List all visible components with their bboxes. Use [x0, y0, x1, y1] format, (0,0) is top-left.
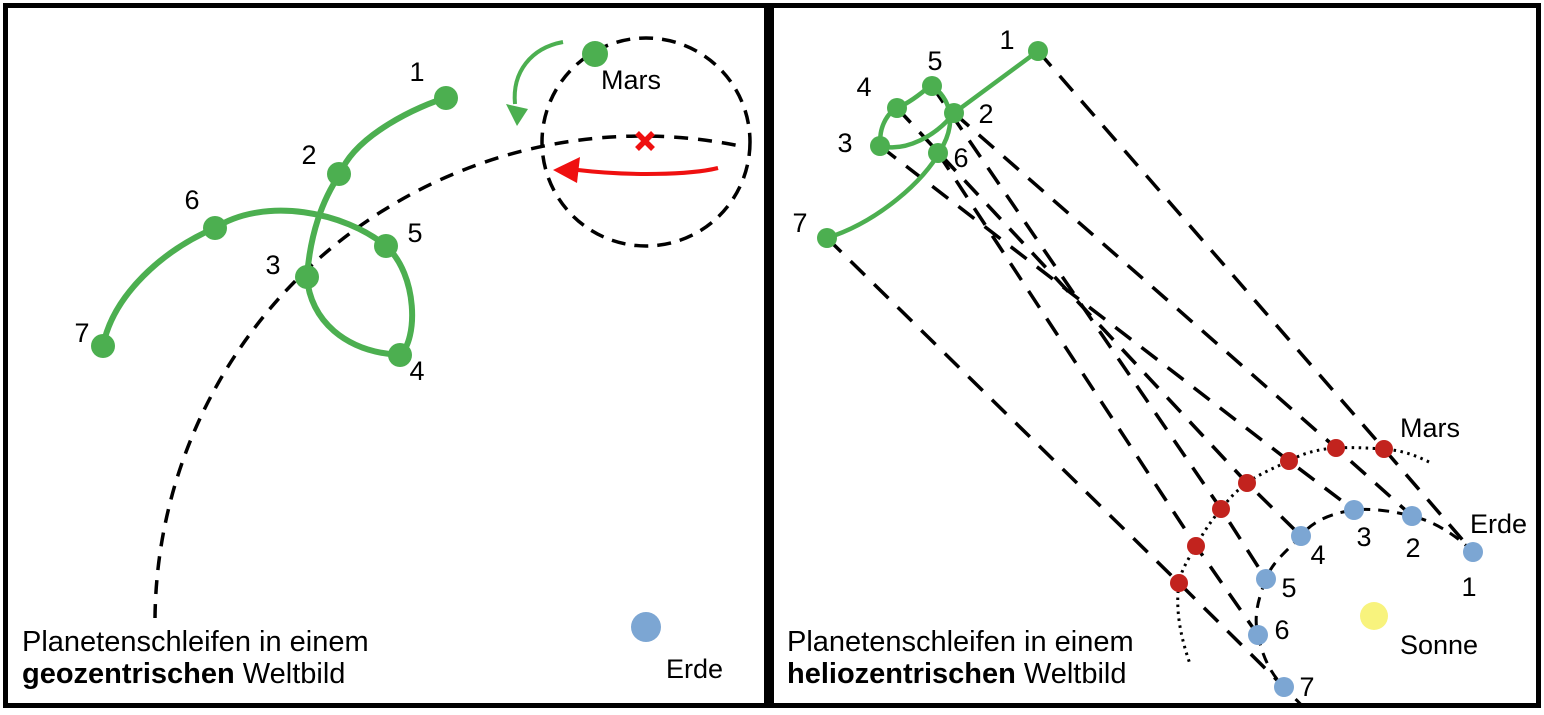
point-label: 3 [837, 128, 852, 158]
sky-position-dots [817, 41, 1048, 248]
earth-dot [631, 612, 661, 642]
earth-dot-5 [1256, 569, 1276, 589]
apparent-mars-path [100, 95, 449, 359]
heliocentric-caption: Planetenschleifen in einem heliozentrisc… [787, 626, 1134, 690]
apparent-position-dots [91, 86, 458, 367]
point-label: 6 [953, 143, 968, 173]
sight-line-7 [825, 236, 1286, 689]
mars-dot-7 [1170, 574, 1188, 592]
point-label: 2 [1405, 533, 1420, 563]
sonne-label: Sonne [1400, 630, 1478, 660]
point-label: 1 [1461, 572, 1476, 602]
point-label: 1 [999, 25, 1014, 55]
sight-line-1 [1036, 49, 1475, 554]
mars-position-dots [1170, 439, 1393, 592]
caption-line1: Planetenschleifen in einem [787, 626, 1134, 658]
sky-dot-3 [870, 136, 890, 156]
sight-line-3 [878, 144, 1356, 512]
sky-dot-6 [928, 143, 948, 163]
sky-path-segment-1-2 [951, 48, 1041, 116]
point-label: 5 [407, 218, 422, 248]
point-label: 7 [74, 318, 89, 348]
earth-orbit-arc [1254, 507, 1475, 703]
erde-label: Erde [666, 654, 723, 684]
geocentric-caption: Planetenschleifen in einem geozentrische… [22, 626, 369, 690]
sun-dot [1360, 602, 1388, 630]
point-label: 6 [184, 185, 199, 215]
point-label: 4 [856, 72, 871, 102]
point-label: 5 [1281, 573, 1296, 603]
deferent-arc [153, 134, 741, 619]
epicycle-center-x-icon [635, 131, 655, 151]
mars-dot-5 [1212, 500, 1230, 518]
sky-path-segment-6-7 [824, 148, 943, 241]
caption-line2: heliozentrischen Weltbild [787, 658, 1134, 690]
caption-bold-word: heliozentrischen [787, 658, 1016, 690]
apparent-dot-4 [388, 343, 412, 367]
earth-dot-2 [1402, 506, 1422, 526]
earth-dot-7 [1274, 677, 1294, 697]
mars-dot-2 [1327, 439, 1345, 457]
apparent-dot-3 [295, 265, 319, 289]
mars-dot [582, 41, 608, 67]
heliocentric-diagram: 1 2 3 4 5 6 7 1 2 3 4 5 6 7 Mars Erde So… [792, 25, 1527, 703]
caption-rest: Weltbild [1015, 658, 1127, 690]
heliocentric-panel: 1 2 3 4 5 6 7 1 2 3 4 5 6 7 Mars Erde So… [769, 3, 1541, 708]
point-label: 7 [792, 208, 807, 238]
apparent-dot-6 [203, 216, 227, 240]
mars-dot-4 [1238, 474, 1256, 492]
earth-dot-3 [1344, 500, 1364, 520]
apparent-dot-5 [374, 234, 398, 258]
mars-dot-1 [1375, 440, 1393, 458]
apparent-dot-7 [91, 334, 115, 358]
apparent-dot-1 [434, 86, 458, 110]
mars-dot-6 [1187, 537, 1205, 555]
earth-position-dots [1248, 500, 1483, 697]
sky-dot-7 [817, 228, 837, 248]
retrograde-direction-arrow-icon [553, 157, 719, 183]
point-label: 4 [1310, 540, 1325, 570]
epicycle-circle [540, 36, 752, 248]
sight-lines [825, 49, 1475, 689]
earth-dot-4 [1291, 526, 1311, 546]
sky-dot-5 [922, 76, 942, 96]
earth-dot-6 [1248, 625, 1268, 645]
epicycle-direction-arrow-icon [506, 40, 564, 126]
mars-label: Mars [601, 65, 661, 95]
position-number-labels: 1 2 3 4 5 6 7 [74, 57, 424, 386]
point-label: 5 [927, 46, 942, 76]
point-label: 4 [409, 356, 424, 386]
mars-orbit-arc [1176, 446, 1430, 665]
mars-label: Mars [1400, 413, 1460, 443]
sky-dot-1 [1028, 41, 1048, 61]
caption-line2: geozentrischen Weltbild [22, 658, 369, 690]
geocentric-diagram: 1 2 3 4 5 6 7 Mars Erde [74, 36, 752, 684]
caption-line1: Planetenschleifen in einem [22, 626, 369, 658]
sky-dot-4 [887, 98, 907, 118]
sight-line-6 [936, 152, 1260, 637]
sky-number-labels: 1 2 3 4 5 6 7 [792, 25, 1014, 238]
earth-number-labels: 1 2 3 4 5 6 7 [1274, 522, 1476, 702]
point-label: 6 [1274, 615, 1289, 645]
point-label: 3 [265, 250, 280, 280]
mars-dot-3 [1280, 452, 1298, 470]
point-label: 1 [409, 57, 424, 87]
point-label: 3 [1356, 522, 1371, 552]
point-label: 2 [301, 140, 316, 170]
erde-label: Erde [1470, 509, 1527, 539]
caption-rest: Weltbild [234, 658, 346, 690]
apparent-dot-2 [327, 162, 351, 186]
sky-dot-2 [944, 103, 964, 123]
point-label: 2 [978, 99, 993, 129]
earth-dot-1 [1463, 542, 1483, 562]
geocentric-panel: 1 2 3 4 5 6 7 Mars Erde Planetenschleife… [3, 3, 769, 708]
caption-bold-word: geozentrischen [22, 658, 235, 690]
point-label: 7 [1299, 672, 1314, 702]
